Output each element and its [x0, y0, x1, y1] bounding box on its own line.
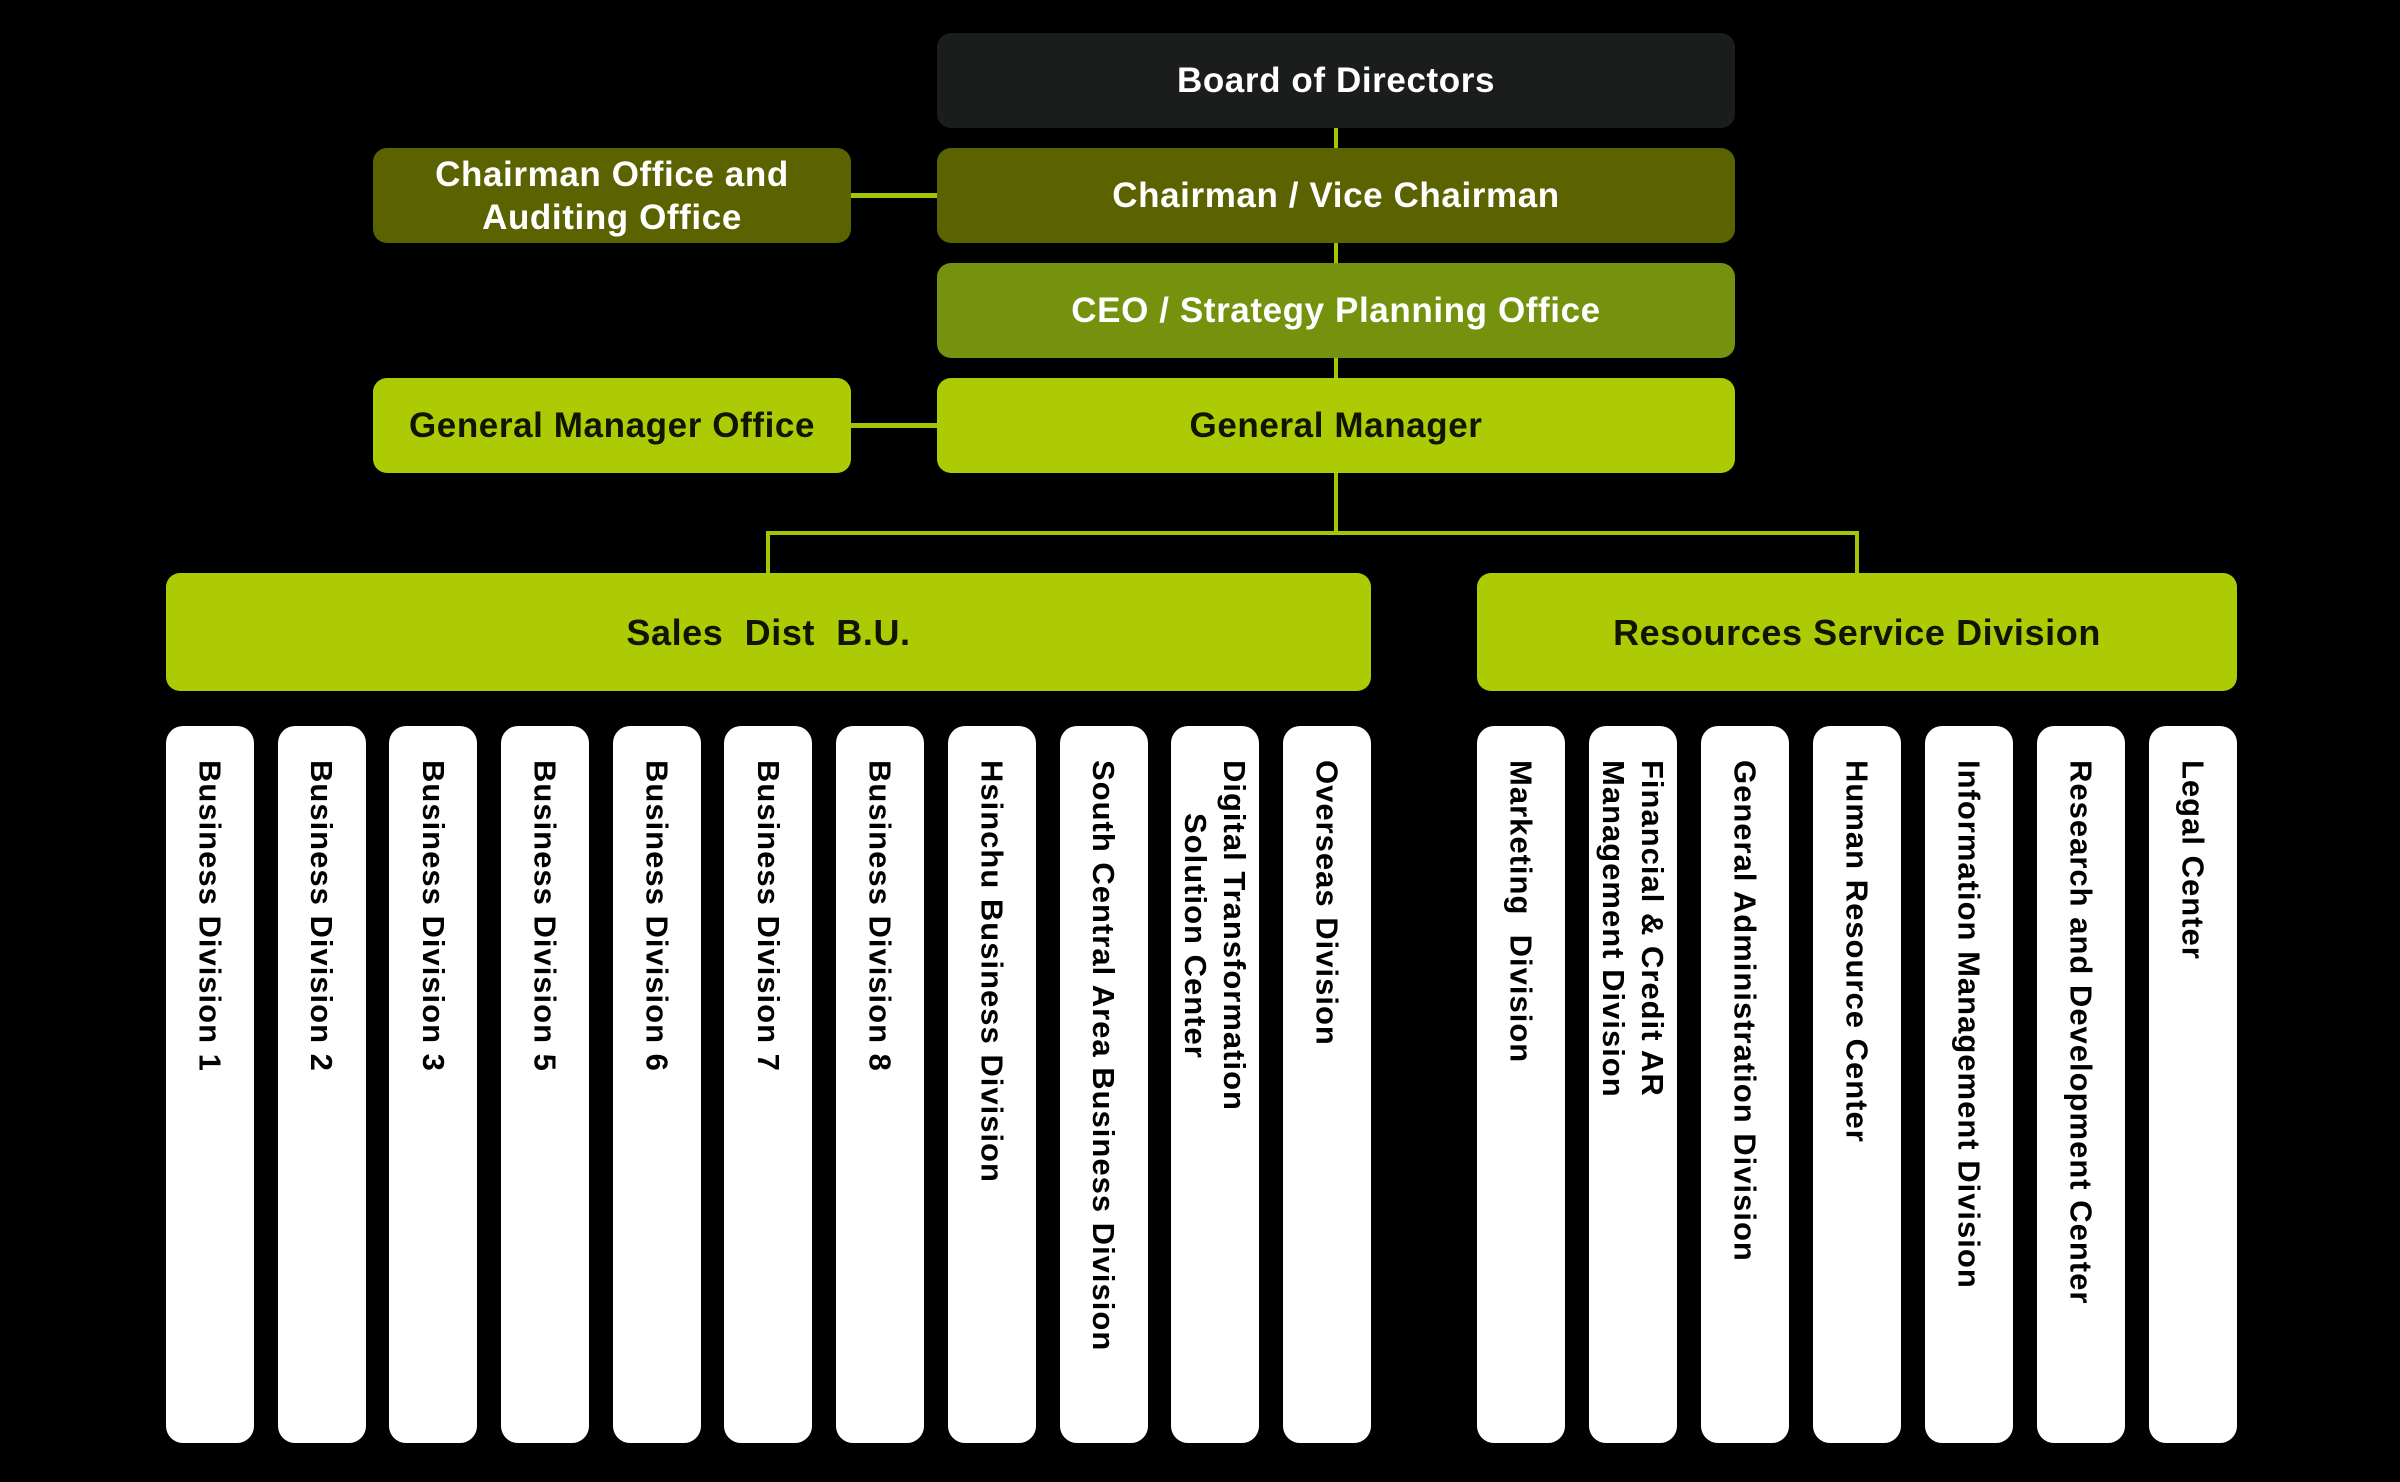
division-card: Digital Transformation Solution Center: [1171, 726, 1260, 1443]
ceo-strategy-office-label: CEO / Strategy Planning Office: [1071, 291, 1601, 330]
connector-board-chairman: [1334, 128, 1338, 149]
connector-drop-sales: [766, 531, 770, 574]
general-manager-office-label: General Manager Office: [408, 406, 816, 445]
ceo-strategy-office-box: CEO / Strategy Planning Office: [937, 263, 1735, 358]
sales-dist-bu-box: Sales Dist B.U.: [166, 573, 1371, 691]
connector-chairman-ceo: [1334, 243, 1338, 264]
resources-service-division-box: Resources Service Division: [1477, 573, 2237, 691]
connector-chairman-office: [851, 193, 937, 198]
division-card: Financial & Credit AR Management Divisio…: [1589, 726, 1677, 1443]
general-manager-label: General Manager: [1189, 406, 1483, 445]
resources-service-division-label: Resources Service Division: [1613, 611, 2101, 653]
division-label: Business Division 6: [639, 760, 675, 1072]
division-label: General Administration Division: [1727, 760, 1763, 1262]
connector-ceo-gm: [1334, 358, 1338, 379]
division-card: Legal Center: [2149, 726, 2237, 1443]
division-card: South Central Area Business Division: [1059, 726, 1148, 1443]
division-card: Business Division 3: [389, 726, 478, 1443]
division-card: Business Division 7: [724, 726, 813, 1443]
division-card: Business Division 6: [612, 726, 701, 1443]
resources-divisions-row: Marketing Division Financial & Credit AR …: [1477, 726, 2237, 1443]
division-card: Marketing Division: [1477, 726, 1565, 1443]
chairman-office-label: Chairman Office and Auditing Office: [435, 154, 789, 237]
connector-gm-office: [851, 423, 937, 428]
division-label: Overseas Division: [1309, 760, 1345, 1046]
division-label: Business Division 8: [862, 760, 898, 1072]
division-label: Business Division 1: [192, 760, 228, 1072]
division-card: Research and Development Center: [2037, 726, 2125, 1443]
division-card: Business Division 8: [836, 726, 925, 1443]
division-label: Business Division 7: [750, 760, 786, 1072]
division-card: Information Management Division: [1925, 726, 2013, 1443]
chairman-office-box: Chairman Office and Auditing Office: [373, 148, 851, 243]
division-label: Hsinchu Business Division: [974, 760, 1010, 1183]
division-label: Legal Center: [2175, 760, 2211, 960]
connector-branch-horizontal: [766, 531, 1859, 535]
division-label: Marketing Division: [1503, 760, 1539, 1064]
division-label: Digital Transformation Solution Center: [1178, 760, 1253, 1111]
division-card: General Administration Division: [1701, 726, 1789, 1443]
chairman-label: Chairman / Vice Chairman: [1112, 176, 1560, 215]
division-label: Business Division 3: [415, 760, 451, 1072]
division-label: Human Resource Center: [1839, 760, 1875, 1143]
sales-divisions-row: Business Division 1 Business Division 2 Bu…: [166, 726, 1371, 1443]
general-manager-box: General Manager: [937, 378, 1735, 473]
division-card: Hsinchu Business Division: [947, 726, 1036, 1443]
division-label: South Central Area Business Division: [1086, 760, 1121, 1352]
chairman-box: Chairman / Vice Chairman: [937, 148, 1735, 243]
division-card: Business Division 1: [166, 726, 254, 1443]
division-label: Financial & Credit AR Management Divisio…: [1596, 760, 1670, 1098]
division-label: Business Division 2: [304, 760, 340, 1072]
general-manager-office-box: General Manager Office: [373, 378, 851, 473]
board-of-directors-label: Board of Directors: [1176, 61, 1496, 100]
division-label: Research and Development Center: [2063, 760, 2099, 1305]
division-card: Overseas Division: [1282, 726, 1371, 1443]
division-card: Business Division 2: [277, 726, 366, 1443]
sales-dist-bu-label: Sales Dist B.U.: [626, 611, 911, 653]
division-card: Human Resource Center: [1813, 726, 1901, 1443]
division-label: Business Division 5: [527, 760, 563, 1072]
division-card: Business Division 5: [501, 726, 590, 1443]
connector-gm-down: [1334, 473, 1338, 533]
division-label: Information Management Division: [1951, 760, 1987, 1289]
connector-drop-resources: [1855, 531, 1859, 574]
board-of-directors-box: Board of Directors: [937, 33, 1735, 128]
